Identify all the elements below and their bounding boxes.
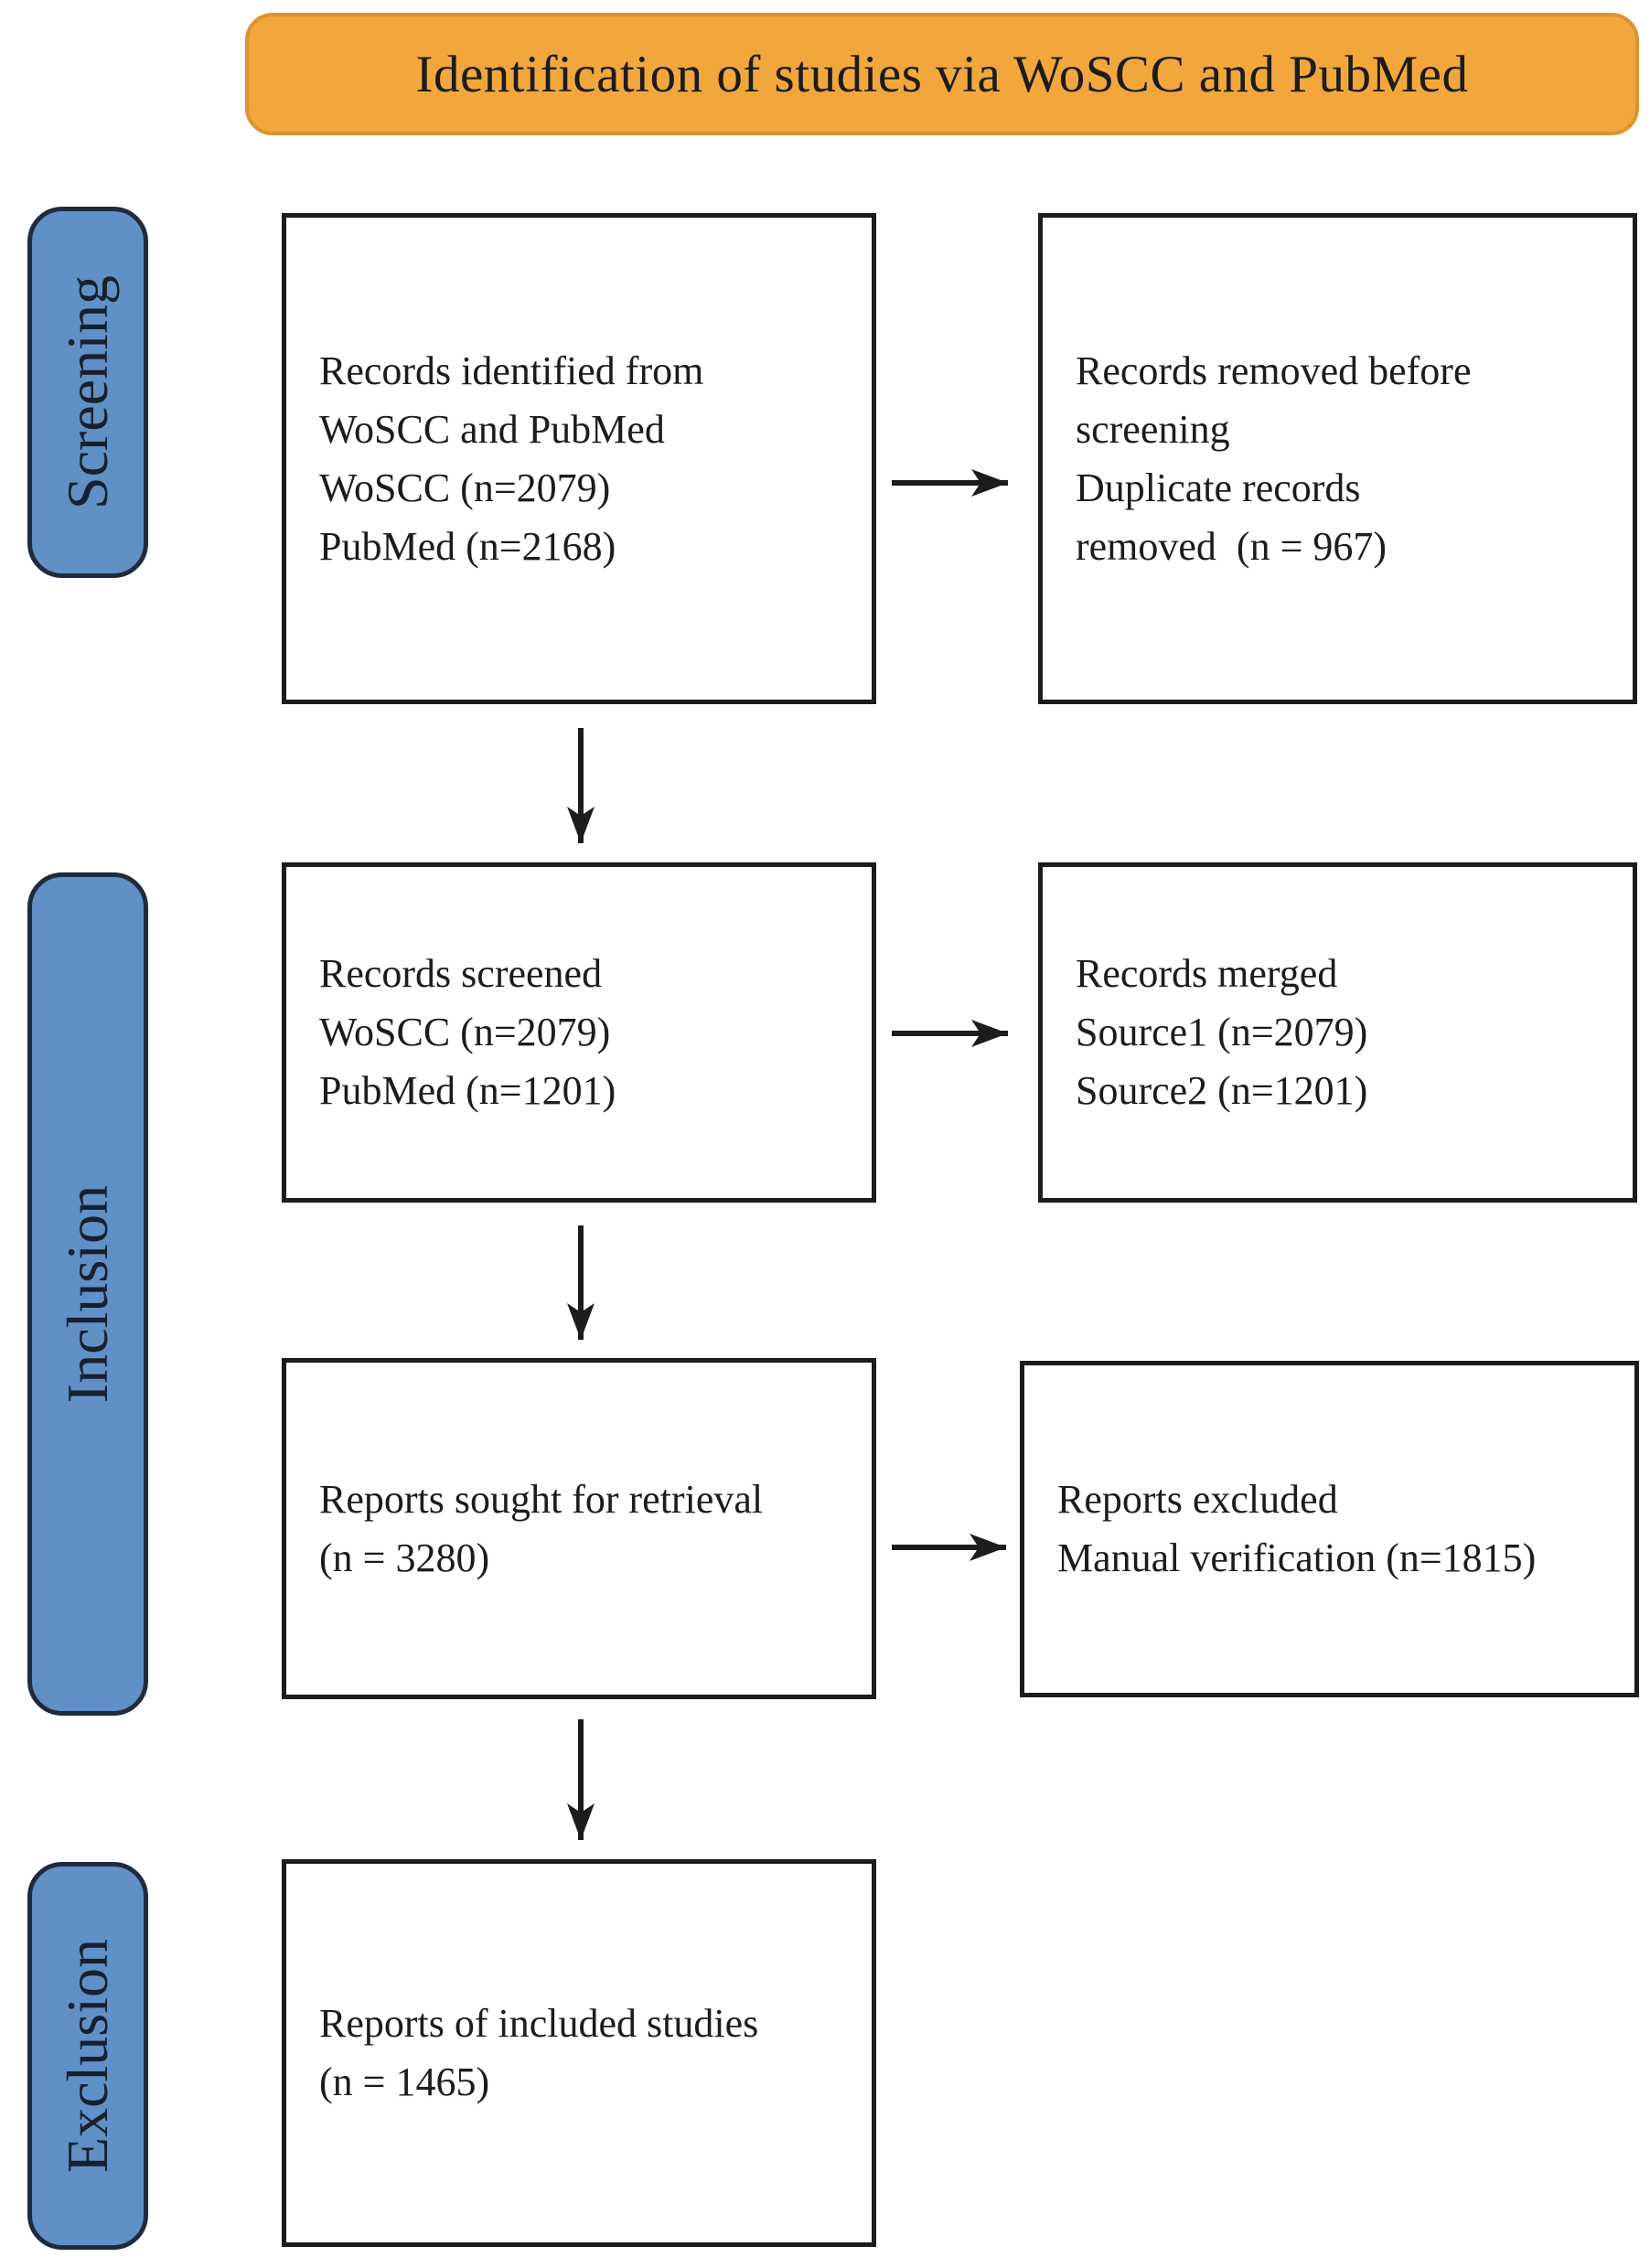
box-line: WoSCC and PubMed — [319, 406, 665, 452]
box-line: WoSCC (n=2079) — [319, 465, 611, 510]
box-reports-included: Reports of included studies (n = 1465) — [282, 1859, 876, 2247]
box-line: screening — [1076, 406, 1230, 452]
box-line: (n = 3280) — [319, 1535, 490, 1580]
box-records-screened: Records screened WoSCC (n=2079) PubMed (… — [282, 862, 876, 1203]
box-records-merged: Records merged Source1 (n=2079) Source2 … — [1038, 862, 1637, 1203]
box-records-removed: Records removed before screening Duplica… — [1038, 213, 1637, 704]
box-line: Records identified from — [319, 348, 704, 393]
box-line: Reports excluded — [1057, 1477, 1338, 1522]
stage-label-screening-text: Screening — [55, 275, 120, 509]
box-line: Manual verification (n=1815) — [1057, 1535, 1537, 1580]
box-line: Reports of included studies — [319, 2001, 759, 2046]
box-line: Records screened — [319, 951, 603, 996]
stage-label-exclusion: Exclusion — [27, 1862, 148, 2250]
box-line: Source1 (n=2079) — [1076, 1010, 1368, 1054]
box-line: PubMed (n=2168) — [319, 523, 616, 569]
banner-title: Identification of studies via WoSCC and … — [415, 45, 1469, 103]
stage-label-exclusion-text: Exclusion — [55, 1939, 120, 2173]
box-line: Records removed before — [1076, 348, 1472, 393]
box-line: WoSCC (n=2079) — [319, 1010, 611, 1054]
box-line: Duplicate records — [1076, 465, 1361, 510]
box-line: (n = 1465) — [319, 2059, 490, 2104]
box-line: PubMed (n=1201) — [319, 1068, 616, 1113]
stage-label-screening: Screening — [27, 207, 148, 578]
box-line: Source2 (n=1201) — [1076, 1068, 1368, 1113]
box-records-identified: Records identified from WoSCC and PubMed… — [282, 213, 876, 704]
box-line: removed (n = 967) — [1076, 523, 1388, 569]
box-line: Records merged — [1076, 951, 1338, 996]
stage-label-inclusion: Inclusion — [27, 872, 148, 1716]
box-line: Reports sought for retrieval — [319, 1476, 764, 1522]
box-reports-excluded: Reports excluded Manual verification (n=… — [1020, 1361, 1639, 1697]
stage-label-inclusion-text: Inclusion — [55, 1184, 120, 1404]
box-reports-sought: Reports sought for retrieval (n = 3280) — [282, 1358, 876, 1699]
banner-identification: Identification of studies via WoSCC and … — [245, 13, 1639, 135]
